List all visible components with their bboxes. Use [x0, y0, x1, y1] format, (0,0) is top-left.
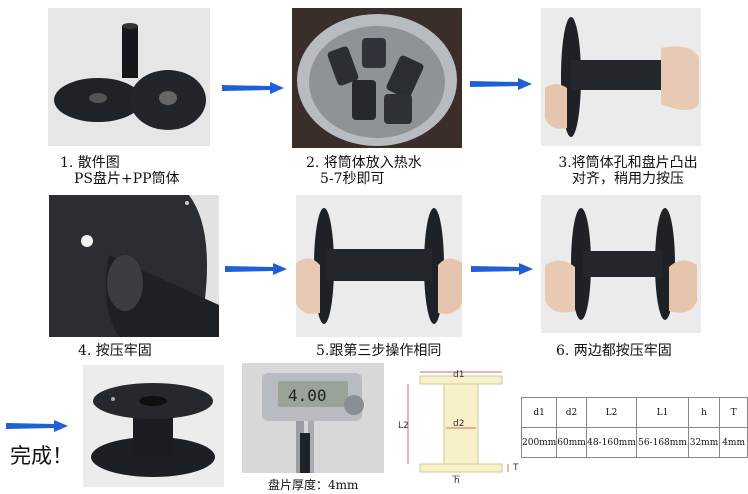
photo-caliper-measurement: 4.00 — [242, 363, 384, 473]
spec-header-d2: d2 — [556, 397, 587, 428]
photo-step-3-press — [541, 8, 701, 146]
spec-header-h: h — [687, 397, 721, 428]
step-2-title: 2. 将筒体放入热水 — [306, 155, 422, 171]
spec-header-T: T — [719, 397, 748, 428]
spool-dimension-diagram: d1 L2 d2 T h — [398, 366, 522, 484]
spec-value-row: 200mm 60mm 48-160mm 56-168mm 32mm 4mm — [520, 427, 748, 458]
spec-value-d1: 200mm — [520, 427, 558, 458]
spec-table: d1 d2 L2 L1 h T 200mm 60mm 48-160mm 56-1… — [520, 397, 748, 458]
arrow-right-icon — [6, 420, 68, 432]
photo-step-4-pressed — [49, 195, 219, 337]
spec-value-d2: 60mm — [556, 427, 587, 458]
photo-step-6-both-sides — [541, 195, 701, 333]
step-4-caption: 4. 按压牢固 — [78, 343, 152, 359]
finish-label: 完成！ — [10, 444, 73, 468]
step-3-detail: 对齐，稍用力按压 — [572, 171, 684, 187]
spec-value-L1: 56-168mm — [636, 427, 689, 458]
label-h: h — [454, 476, 460, 484]
step-3-title: 3.将筒体孔和盘片凸出 — [558, 155, 698, 171]
step-1-caption: 1. 散件图 PS盘片+PP筒体 — [60, 155, 180, 187]
photo-finished-spool — [83, 365, 224, 487]
step-6-caption: 6. 两边都按压牢固 — [556, 343, 672, 359]
label-T: T — [512, 463, 519, 473]
step-5-caption: 5.跟第三步操作相同 — [316, 343, 442, 359]
arrow-right-icon — [470, 78, 532, 90]
step-2-detail: 5-7秒即可 — [320, 171, 385, 187]
label-d2: d2 — [453, 419, 464, 429]
caliper-reading: 4.00 — [288, 386, 327, 405]
spec-header-row: d1 d2 L2 L1 h T — [520, 397, 748, 428]
photo-step-2-hot-water — [292, 8, 462, 148]
spec-header-L2: L2 — [585, 397, 638, 428]
photo-step-5-press-again — [296, 195, 462, 337]
label-d1: d1 — [453, 370, 464, 380]
step-2-caption: 2. 将筒体放入热水 5-7秒即可 — [306, 155, 422, 187]
arrow-right-icon — [471, 263, 533, 275]
spec-value-T: 4mm — [719, 427, 748, 458]
step-3-caption: 3.将筒体孔和盘片凸出 对齐，稍用力按压 — [540, 155, 716, 187]
arrow-right-icon — [225, 263, 287, 275]
step-1-detail: PS盘片+PP筒体 — [74, 171, 180, 187]
spec-header-L1: L1 — [636, 397, 689, 428]
spec-value-h: 32mm — [687, 427, 721, 458]
arrow-right-icon — [222, 82, 284, 94]
step-1-title: 1. 散件图 — [60, 155, 120, 171]
spec-value-L2: 48-160mm — [585, 427, 638, 458]
spec-header-d1: d1 — [520, 397, 558, 428]
photo-step-1-parts — [48, 8, 210, 146]
thickness-caption: 盘片厚度：4mm — [268, 478, 359, 492]
label-L2: L2 — [398, 421, 409, 431]
